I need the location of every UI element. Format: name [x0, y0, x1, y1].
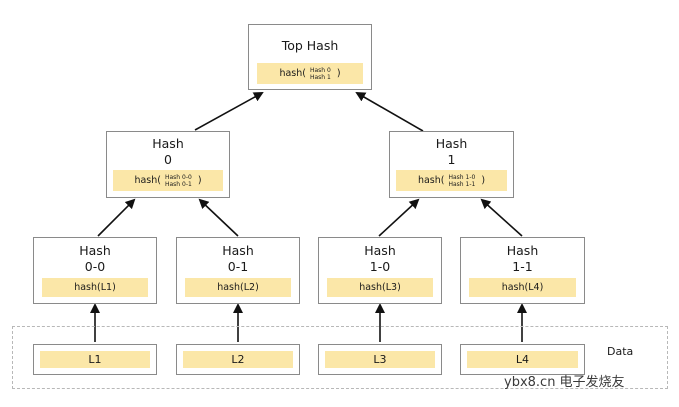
top-hash-formula: hash( Hash 0 Hash 1 )	[257, 63, 363, 84]
hash-0-0-formula: hash(L1)	[42, 278, 148, 297]
arrow-hash1-to-top	[355, 92, 424, 132]
hash-0-0-title: Hash	[79, 243, 111, 258]
data-block-l4: L4	[460, 344, 585, 375]
data-block-l3: L3	[318, 344, 442, 375]
hash-1-1-index: 1-1	[512, 259, 533, 274]
data-block-l2: L2	[176, 344, 300, 375]
hash-1-index: 1	[447, 152, 456, 167]
hash-1-1-formula: hash(L4)	[469, 278, 576, 297]
top-hash-title: Top Hash	[281, 38, 339, 53]
hash-1-0-formula: hash(L3)	[327, 278, 433, 297]
hash-0-0-node: Hash 0-0 hash(L1)	[33, 237, 157, 304]
watermark: ybx8.cn 电子发烧友	[504, 375, 625, 390]
hash-1-1-title: Hash	[506, 243, 539, 258]
data-block-l1-label: L1	[40, 351, 150, 368]
data-block-l1: L1	[33, 344, 157, 375]
arrow-hash0-to-top	[194, 92, 264, 131]
hash-0-1-formula: hash(L2)	[185, 278, 291, 297]
hash-0-title: Hash	[152, 136, 184, 151]
hash-0-1-title: Hash	[222, 243, 254, 258]
hash-1-title: Hash	[435, 136, 468, 151]
data-block-l3-label: L3	[325, 351, 435, 368]
hash-0-index: 0	[164, 152, 172, 167]
hash-0-0-index: 0-0	[84, 259, 106, 274]
arrow-hash01-to-hash0	[198, 198, 239, 237]
hash-0-node: Hash 0 hash( Hash 0-0 Hash 0-1 )	[106, 131, 230, 198]
hash-0-1-node: Hash 0-1 hash(L2)	[176, 237, 300, 304]
hash-0-formula: hash( Hash 0-0 Hash 0-1 )	[113, 170, 223, 191]
data-region	[12, 326, 668, 389]
hash-1-node: Hash 1 hash( Hash 1-0 Hash 1-1 )	[389, 131, 514, 198]
hash-0-1-index: 0-1	[227, 259, 249, 274]
top-hash-node: Top Hash hash( Hash 0 Hash 1 )	[248, 24, 372, 90]
hash-1-formula: hash( Hash 1-0 Hash 1-1 )	[396, 170, 507, 191]
data-label: Data	[607, 345, 634, 358]
data-block-l4-label: L4	[467, 351, 578, 368]
hash-1-1-node: Hash 1-1 hash(L4)	[460, 237, 585, 304]
hash-1-0-index: 1-0	[369, 259, 391, 274]
arrow-hash11-to-hash1	[480, 198, 523, 237]
hash-1-0-title: Hash	[364, 243, 396, 258]
arrow-hash10-to-hash1	[378, 198, 420, 237]
hash-1-0-node: Hash 1-0 hash(L3)	[318, 237, 442, 304]
arrow-hash00-to-hash0	[97, 198, 136, 237]
data-block-l2-label: L2	[183, 351, 293, 368]
